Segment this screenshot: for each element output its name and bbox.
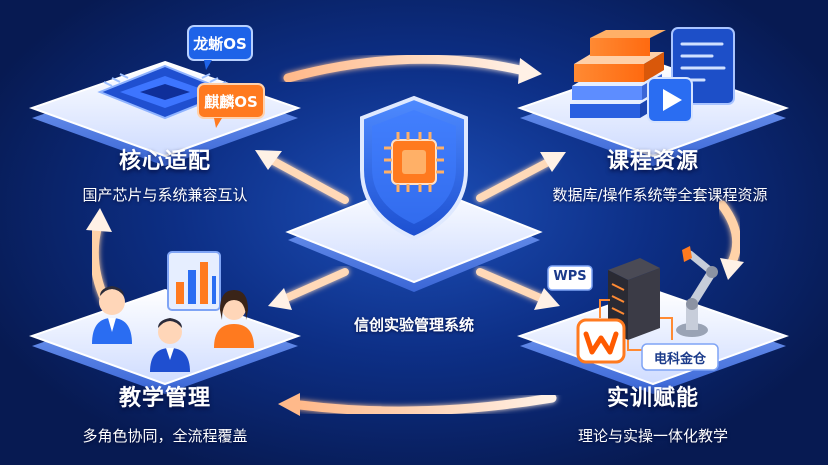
qilin-os-badge [197,83,265,128]
module-subtitle-teaching-mgmt: 多角色协同，全流程覆盖 [82,427,248,445]
wps-label: WPS [553,269,587,284]
person-icon-center [150,318,190,372]
flow-arrow-bottom [278,393,557,416]
flow-arrow-left [86,208,112,305]
dianke-label: 电科金仓 [653,352,707,367]
radial-arrow-top-left [255,150,349,204]
module-title-core-adapt: 核心适配 [118,149,212,174]
books-icon [570,30,666,118]
person-icon-right [214,290,254,348]
module-title-practical-training: 实训赋能 [606,386,700,411]
longxin-os-badge [187,25,253,70]
wps-badge [547,265,593,291]
center-system-label: 信创实验管理系统 [353,316,475,334]
radial-arrow-bottom-right [476,268,560,310]
robot-arm-icon [676,246,718,337]
wps-logo-icon [576,318,626,364]
module-title-course-resources: 课程资源 [606,149,700,174]
module-subtitle-practical-training: 理论与实操一体化教学 [577,427,729,445]
radial-arrow-bottom-left [268,268,349,310]
module-subtitle-core-adapt: 国产芯片与系统兼容互认 [82,186,248,204]
module-title-teaching-mgmt: 教学管理 [118,386,212,411]
shield-chip-icon [360,95,468,241]
module-subtitle-course-resources: 数据库/操作系统等全套课程资源 [552,186,768,204]
video-play-icon [647,77,693,123]
qilin-os-label: 麒麟OS [204,93,258,111]
dianke-badge [641,343,719,371]
person-icon-left [92,286,132,344]
longxin-os-label: 龙蜥OS [193,35,247,53]
bar-chart-icon [167,251,221,311]
flow-arrow-right [717,200,744,280]
radial-arrow-top-right [476,152,566,202]
flow-arrow-top [283,54,542,84]
